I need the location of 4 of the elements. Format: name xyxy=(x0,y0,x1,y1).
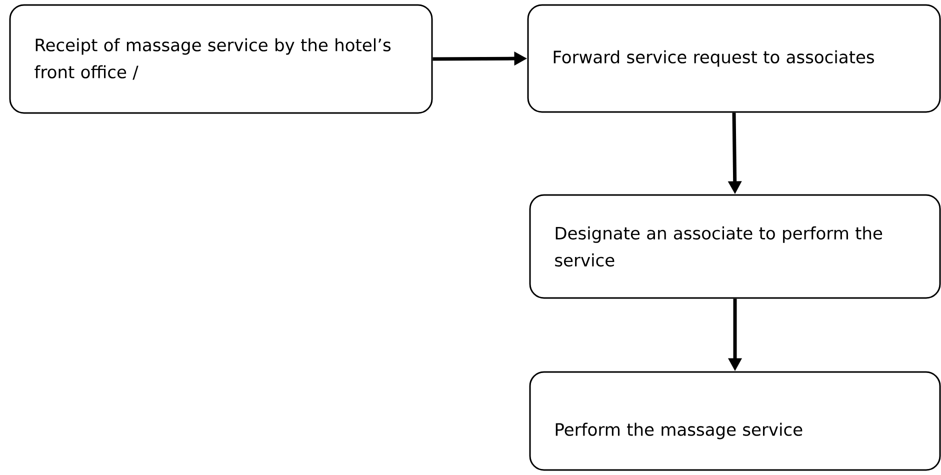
process-box: Receipt of massage service by the hotel’s front office / xyxy=(9,4,433,114)
process-box: Forward service request to associates xyxy=(527,4,941,113)
process-box: Designate an associate to perform the service xyxy=(529,194,941,299)
process-box: Perform the massage service xyxy=(529,371,941,471)
